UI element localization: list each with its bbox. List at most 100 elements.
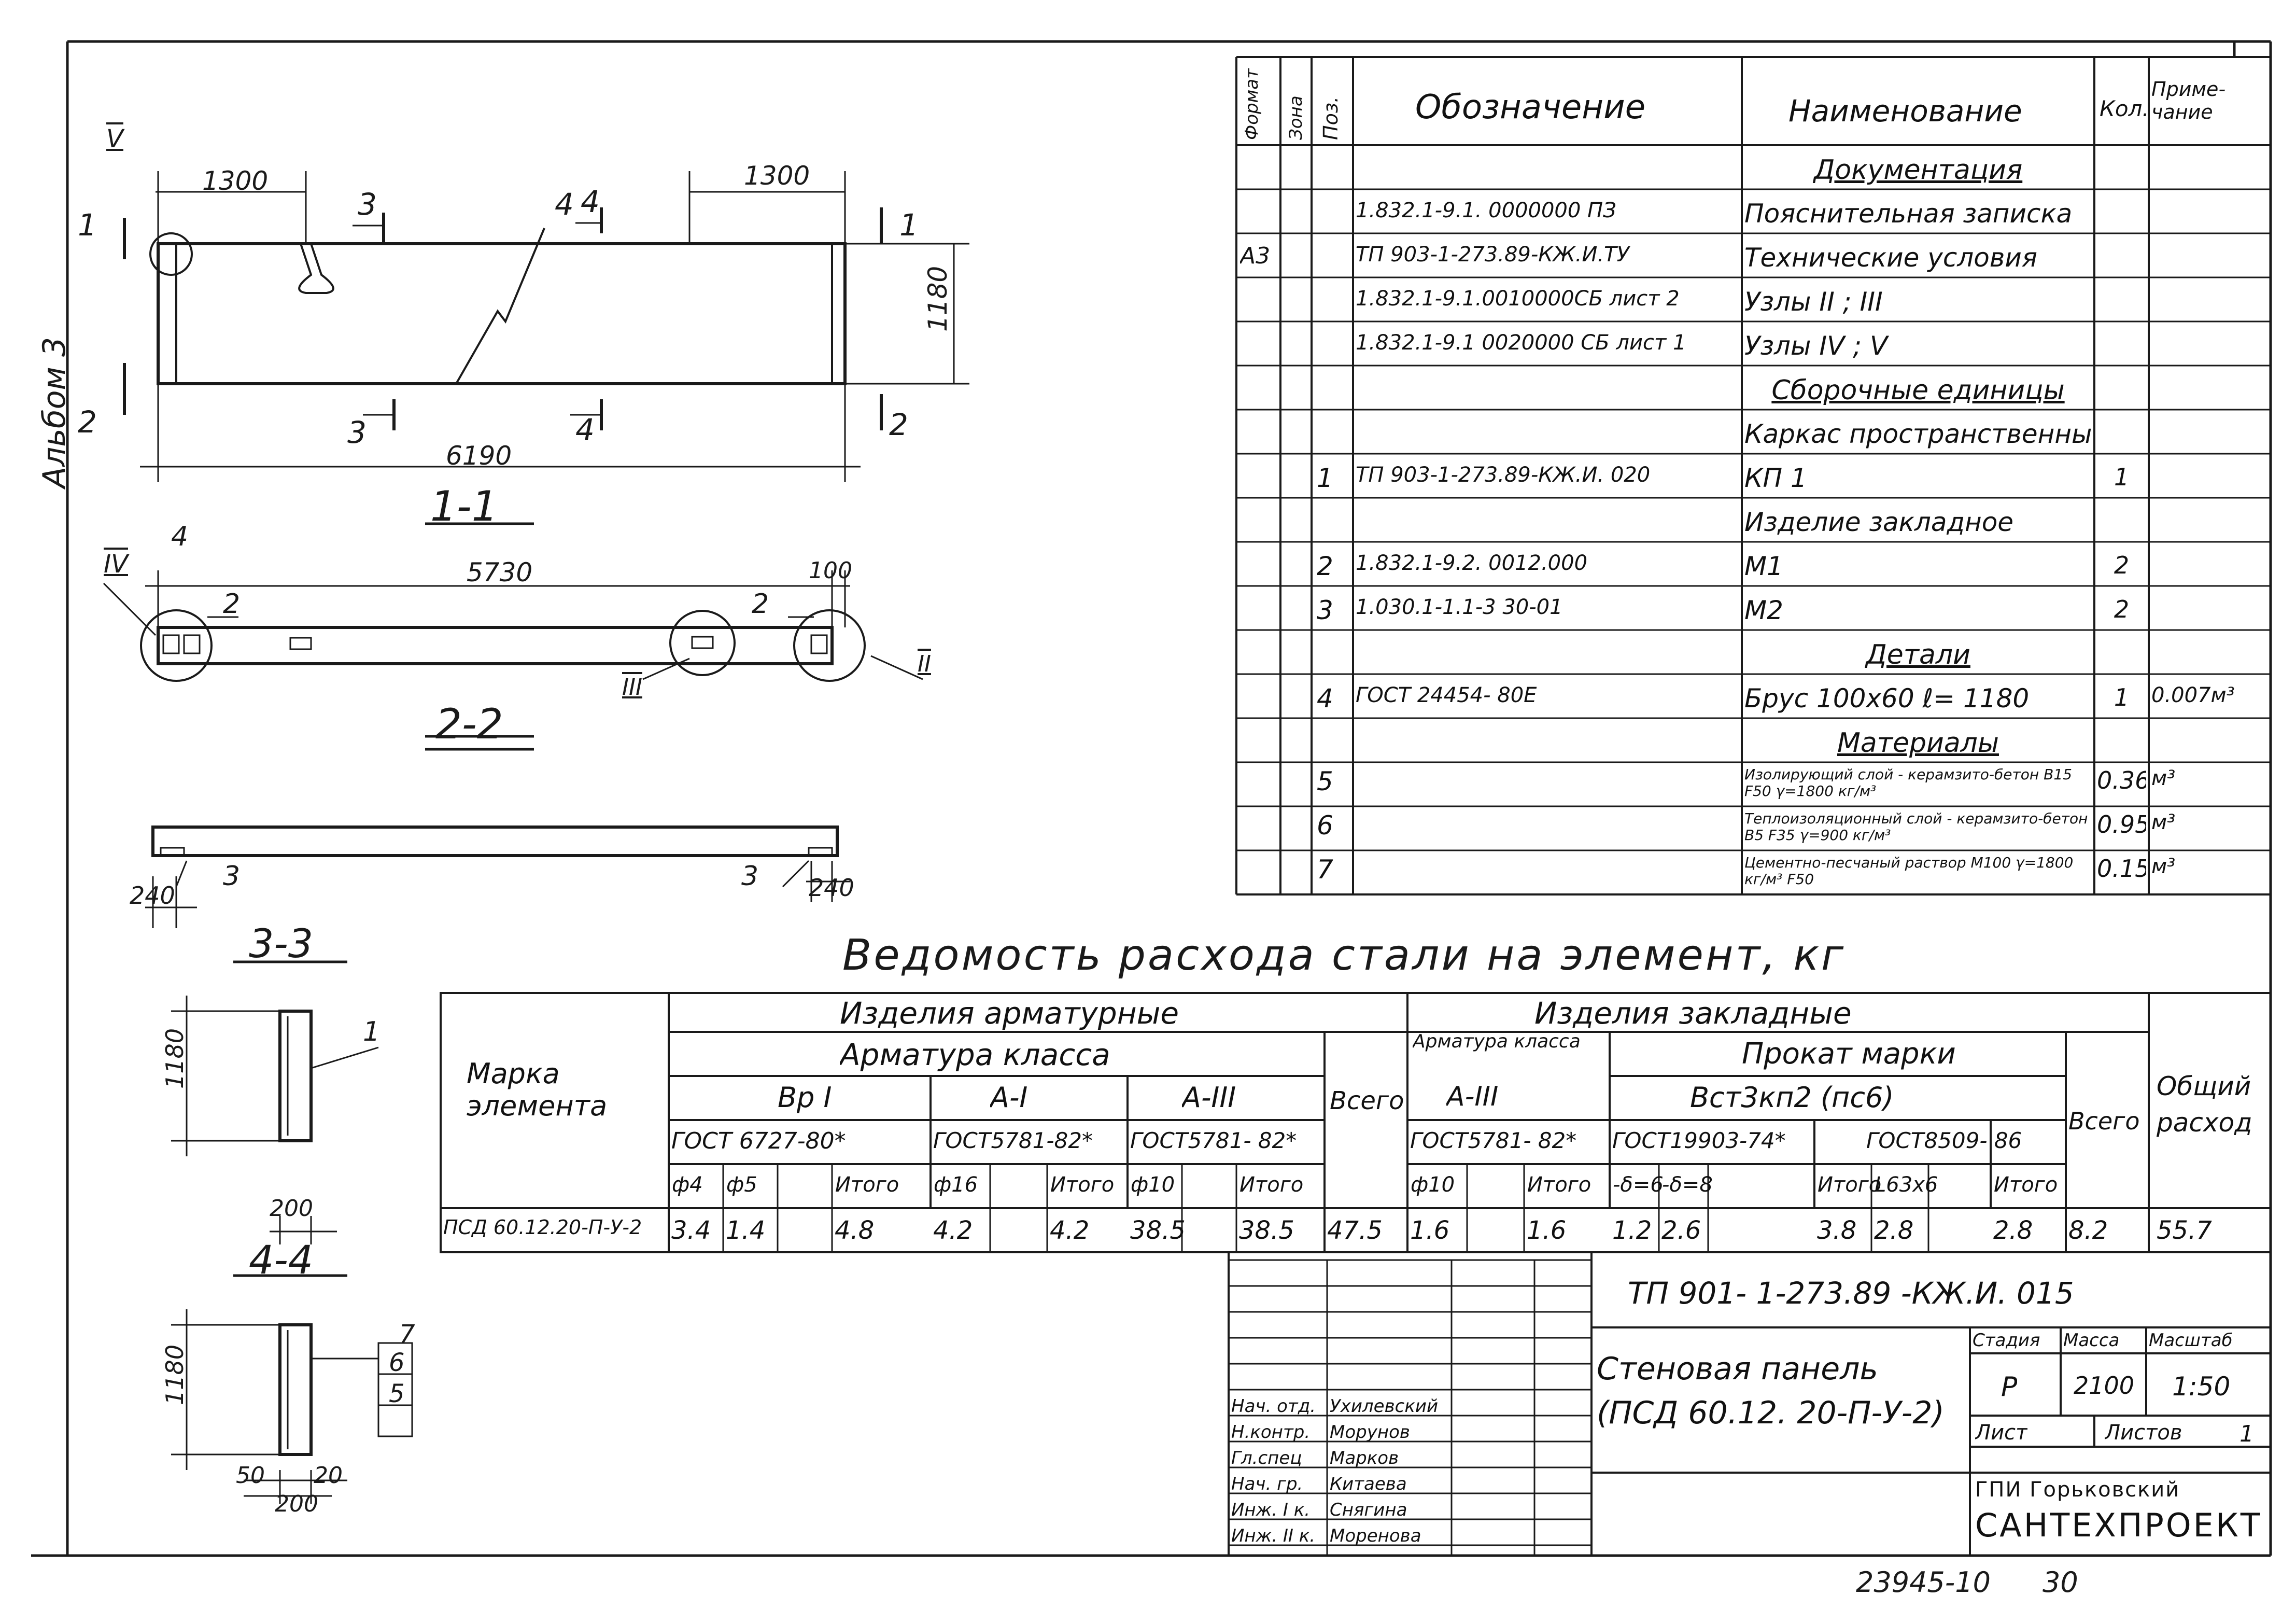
spec-pos-cell: 2: [1317, 551, 1333, 581]
steel-value-cell: 38.5: [1239, 1216, 1294, 1245]
mass-value: 2100: [2074, 1372, 2135, 1400]
steel-value-cell: 1.4: [726, 1216, 766, 1245]
spec-note-cell: м³: [2151, 766, 2176, 790]
steel-value-cell: 2.6: [1661, 1216, 1701, 1245]
node-v-mark: V: [106, 124, 123, 153]
dim-20: 20: [314, 1462, 343, 1489]
album-label: Альбом 3: [36, 337, 73, 488]
spec-pos-cell: 1: [1317, 463, 1333, 493]
gost-19903: ГОСТ19903-74*: [1612, 1128, 1786, 1153]
mark-4-sec11: 4: [171, 521, 189, 552]
spec-table-grid: [1235, 56, 2271, 896]
steel-subhead: ф4: [672, 1173, 703, 1197]
spec-designation-cell: ТП 903-1-273.89-КЖ.И. 020: [1356, 463, 1651, 487]
steel-subhead: Итого: [1527, 1173, 1591, 1197]
steel-subhead: Итого: [1239, 1173, 1304, 1197]
spec-header-note: Приме-чание: [2151, 78, 2226, 123]
sec-mark-1-right: 1: [899, 207, 919, 243]
steel-value-cell: 3.8: [1817, 1216, 1857, 1245]
spec-format-cell: А3: [1240, 243, 1271, 269]
emb-group-header: Изделия закладные: [1534, 996, 1852, 1031]
spec-designation-cell: ГОСТ 24454- 80Е: [1356, 683, 1537, 707]
section-1-1-title: 1-1: [430, 482, 498, 530]
spec-qty-cell: 0.36: [2097, 766, 2146, 794]
sheet-header: Лист: [1975, 1421, 2028, 1445]
steel-value-cell: 47.5: [1327, 1216, 1383, 1245]
dim-5730: 5730: [467, 557, 533, 587]
steel-subhead: -δ=8: [1662, 1173, 1713, 1197]
steel-value-cell: 1.6: [1410, 1216, 1450, 1245]
spec-name-cell: М1: [1744, 551, 1783, 581]
archive-number: 23945-10: [1856, 1566, 1991, 1599]
signature-name: Морунов: [1330, 1422, 1410, 1443]
grand-total-header: Общий расход: [2157, 1071, 2252, 1138]
panel-plan-outline: [157, 242, 847, 385]
steel-subhead: L63х6: [1875, 1173, 1938, 1197]
spec-qty-cell: 0.15: [2097, 855, 2146, 883]
layer-mark-5: 5: [389, 1379, 405, 1408]
spec-name-cell: Брус 100х60 ℓ= 1180: [1744, 683, 2030, 713]
steel-mark-header: Марка элемента: [467, 1058, 608, 1122]
layer-mark-6: 6: [389, 1348, 405, 1377]
steel-value-cell: 38.5: [1130, 1216, 1186, 1245]
spec-pos-cell: 6: [1317, 810, 1333, 841]
section-3-3-outline: [278, 1010, 313, 1142]
dim-240-right: 240: [809, 874, 854, 902]
signature-role: Гл.спец: [1231, 1448, 1302, 1468]
title-block-grid: [1228, 1252, 2271, 1556]
dim-1180: 1180: [923, 265, 953, 332]
mark-1-sec33: 1: [363, 1016, 381, 1047]
signature-role: Инж. II к.: [1231, 1526, 1316, 1546]
layer-mark-7: 7: [399, 1320, 415, 1349]
dim-1180-sec44: 1180: [161, 1344, 189, 1405]
sheets-value: 1: [2239, 1421, 2254, 1447]
steel-value-cell: 8.2: [2068, 1216, 2108, 1245]
prokat-mark: Вст3кп2 (пс6): [1690, 1081, 1894, 1114]
dim-1300-right: 1300: [744, 161, 810, 191]
node-iii-mark: III: [622, 674, 642, 701]
spec-section-header: Документация: [1813, 155, 2023, 186]
spec-note-cell: м³: [2151, 810, 2176, 834]
spec-name-cell: Каркас пространственный: [1744, 419, 2092, 449]
steel-table-grid: [440, 992, 2272, 1253]
steel-value-cell: 4.2: [933, 1216, 973, 1245]
dim-1180-sec33: 1180: [161, 1028, 189, 1089]
signature-name: Китаева: [1330, 1474, 1407, 1494]
stage-value: Р: [2001, 1372, 2018, 1403]
gost-a1: ГОСТ5781-82*: [933, 1128, 1093, 1153]
steel-value-cell: 3.4: [671, 1216, 711, 1245]
spec-section-header: Материалы: [1837, 727, 1999, 759]
sec-mark-4-bottom: 4: [575, 412, 595, 447]
section-2-2-title: 2-2: [435, 700, 503, 748]
dim-50: 50: [236, 1462, 265, 1489]
spec-pos-cell: 4: [1317, 683, 1333, 713]
leader-mark-4: 4: [555, 187, 574, 222]
spec-name-cell: Технические условия: [1744, 243, 2037, 273]
section-4-4-title: 4-4: [249, 1237, 314, 1283]
spec-pos-cell: 3: [1317, 595, 1333, 625]
sheets-header: Листов: [2105, 1421, 2182, 1445]
sec-mark-2-right: 2: [889, 407, 908, 442]
spec-qty-cell: 2: [2114, 551, 2130, 579]
section-2-2-outline: [151, 826, 839, 857]
steel-value-cell: 55.7: [2157, 1216, 2212, 1245]
spec-header-name: Наименование: [1788, 93, 2022, 129]
signature-role: Инж. I к.: [1231, 1500, 1311, 1520]
node-v-circle: [149, 232, 193, 276]
class-bp-header: Вр I: [778, 1081, 832, 1114]
class-a1-header: А-I: [990, 1081, 1028, 1114]
dim-240-left: 240: [130, 882, 175, 910]
sec-mark-1-left: 1: [78, 207, 97, 243]
mark-3-right: 3: [741, 861, 759, 892]
stage-header: Стадия: [1973, 1330, 2040, 1351]
emb-arm-class-header: Арматура класса: [1413, 1032, 1581, 1052]
spec-name-cell: Цементно-песчаный раствор М100 γ=1800 кг…: [1744, 855, 2074, 888]
steel-value-cell: 1.2: [1612, 1216, 1652, 1245]
spec-name-cell: Изолирующий слой - керамзито-бетон В15 F…: [1744, 766, 2072, 800]
class-a3-header: А-III: [1182, 1081, 1236, 1114]
org-line2: САНТЕХПРОЕКТ: [1975, 1506, 2262, 1544]
dim-6190: 6190: [446, 441, 512, 471]
spec-header-qty: Кол.: [2100, 96, 2149, 121]
emb-gost-a3: ГОСТ5781- 82*: [1410, 1128, 1577, 1153]
steel-subhead: ф5: [726, 1173, 757, 1197]
